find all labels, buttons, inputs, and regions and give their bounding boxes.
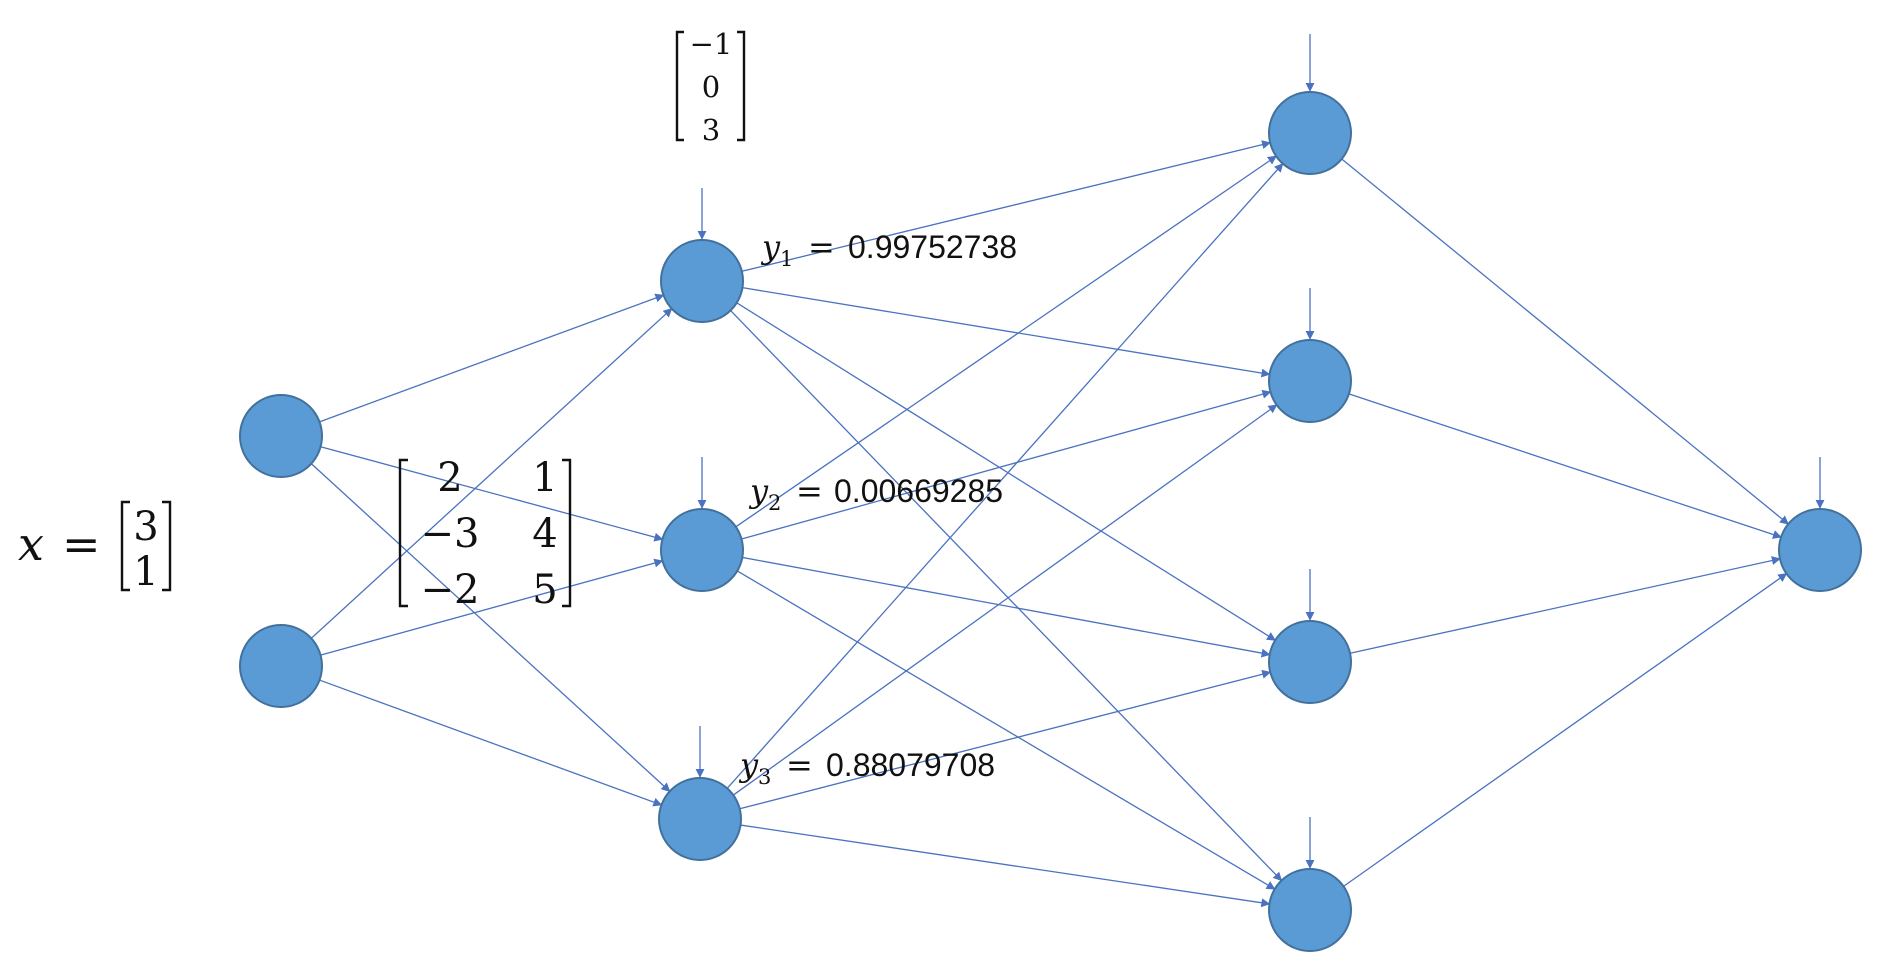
y3-equals: = [786,746,813,784]
weight-r2-c2: 4 [532,511,557,557]
weight-r2-c1: −3 [421,511,480,557]
input-variable: x [18,517,44,571]
bias-left-bracket [675,30,684,142]
connections [310,34,1825,908]
weight-r3-c2: 5 [532,567,557,613]
connection-l1-n1-to-n3 [736,570,1276,890]
connection-l0-n0-to-n1 [320,446,664,542]
connection-l2-n3-to-n0 [1343,573,1788,887]
connection-l0-n1-to-n2 [319,679,663,807]
weights-right-bracket [562,458,572,608]
y3-subscript: 3 [758,765,771,789]
connection-l0-n0-to-n2 [310,463,671,792]
weight-r1-c2: 1 [532,455,557,501]
y2-equals: = [796,472,823,510]
connection-l1-n2-to-n0 [726,162,1284,789]
connection-l2-n2-to-n0 [1349,556,1781,654]
connection-l2-n0-to-n0 [1341,158,1789,525]
connection-l1-n2-to-n1 [732,404,1278,796]
y1-value: 0.99752738 [848,229,1017,265]
neurons [239,91,1862,952]
bias-value-2: 0 [702,70,720,104]
input-neuron-1 [239,394,323,478]
hidden1-neuron-1 [660,239,744,323]
input-value-1: 3 [133,504,158,550]
y3-value: 0.88079708 [826,747,995,783]
connection-l2-n1-to-n0 [1348,393,1782,539]
connection-l0-n0-to-n0 [319,293,665,423]
weight-matrix: 2 1 −3 4 −2 5 [398,455,572,613]
connection-l1-n1-to-n0 [735,155,1277,528]
connection-l1-n1-to-n1 [741,389,1272,540]
weight-r3-c1: −2 [421,567,480,613]
connection-l1-n0-to-n2 [736,302,1277,641]
y1-subscript: 1 [780,247,793,271]
y3-variable: y [738,746,759,784]
weights-left-bracket [398,458,408,608]
input-neuron-2 [239,624,323,708]
connection-l0-n1-to-n1 [320,558,664,656]
y2-subscript: 2 [768,491,781,515]
hidden1-neuron-3 [658,777,742,861]
connection-l1-n2-to-n3 [740,824,1271,908]
input-vector: x = 3 1 [18,500,172,595]
connection-l1-n0-to-n0 [741,140,1272,272]
hidden2-neuron-1 [1268,91,1352,175]
input-right-bracket [162,500,172,592]
weight-r1-c1: 2 [437,455,462,501]
output-label-y2: y 2 = 0.00669285 [748,472,1003,515]
hidden2-neuron-2 [1268,339,1352,423]
connection-l1-n1-to-n2 [742,556,1271,658]
y2-variable: y [748,472,769,510]
connection-l1-n2-to-n2 [739,669,1272,810]
y2-value: 0.00669285 [834,473,1003,509]
bias-value-3: 3 [702,113,720,147]
output-label-y1: y 1 = 0.99752738 [760,228,1017,271]
hidden1-neuron-2 [660,508,744,592]
hidden2-neuron-3 [1268,620,1352,704]
input-value-2: 1 [133,549,158,595]
output-neuron-1 [1778,508,1862,592]
bias-value-1: −1 [690,27,733,61]
input-left-bracket [120,500,130,592]
input-equals: = [62,517,101,571]
bias-right-bracket [737,30,746,142]
connection-l0-n1-to-n0 [310,308,673,639]
y1-variable: y [760,228,781,266]
y1-equals: = [808,228,835,266]
output-label-y3: y 3 = 0.88079708 [738,746,995,789]
connection-l1-n0-to-n1 [742,287,1271,378]
connection-l1-n0-to-n3 [730,310,1283,882]
bias-vector: −1 0 3 [675,27,746,147]
hidden2-neuron-4 [1268,868,1352,952]
